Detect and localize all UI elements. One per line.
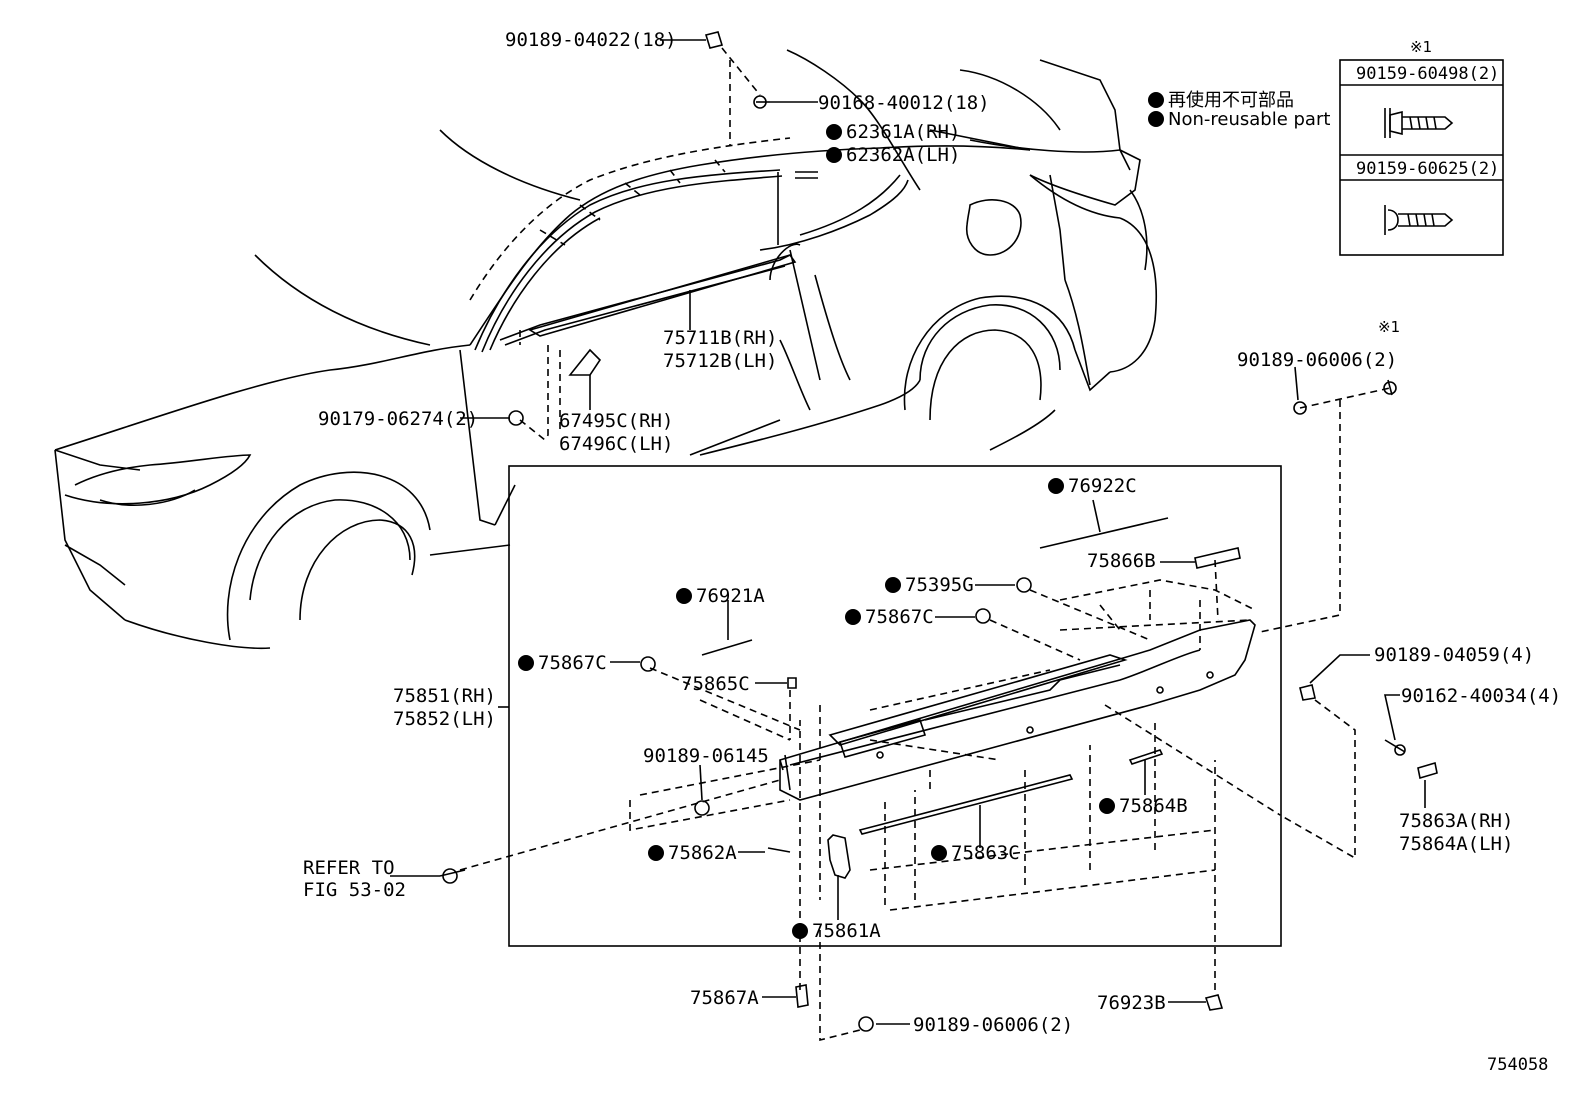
label-75862a: 75862A [648, 842, 737, 864]
note-box-frame [1339, 59, 1504, 256]
label-90189-04022: 90189-04022(18) [505, 29, 677, 51]
upper-dashed-leaders [469, 47, 791, 441]
strip-75863c [858, 774, 1074, 835]
car-body-outline [54, 49, 1158, 650]
label-75852: 75852(LH) [393, 708, 496, 730]
assembly-dashed-lines [459, 387, 1391, 1042]
label-75867c-left: 75867C [518, 652, 607, 674]
label-75863c: 75863C [931, 842, 1020, 864]
bullet-icon [826, 124, 842, 140]
label-67495c: 67495C(RH) [559, 410, 674, 432]
label-75863a: 75863A(RH) [1399, 810, 1514, 832]
bullet-icon [1048, 478, 1064, 494]
label-76921a: 76921A [676, 585, 765, 607]
label-75864b: 75864B [1099, 795, 1188, 817]
label-76923b: 76923B [1097, 992, 1166, 1014]
label-90189-06145: 90189-06145 [643, 745, 769, 767]
triangle-garnish [568, 348, 602, 376]
bullet-icon [1148, 92, 1164, 108]
leader-lines [390, 39, 1426, 1025]
detail-frame [508, 465, 1282, 947]
label-67496c: 67496C(LH) [559, 433, 674, 455]
label-refer-fig: FIG 53-02 [303, 879, 406, 901]
label-75867a: 75867A [690, 987, 759, 1009]
rocker-moulding [779, 619, 1256, 801]
label-90179-06274: 90179-06274(2) [318, 408, 479, 430]
figure-number: 754058 [1487, 1055, 1549, 1075]
bullet-icon [1148, 111, 1164, 127]
pad-75863a [1417, 761, 1438, 780]
strip-76922c [1039, 517, 1169, 549]
bullet-icon [931, 845, 947, 861]
bullet-icon [826, 147, 842, 163]
label-75861a: 75861A [792, 920, 881, 942]
label-75712b: 75712B(LH) [663, 350, 778, 372]
label-90189-04059: 90189-04059(4) [1374, 644, 1535, 666]
note-box-mark: ※1 [1410, 38, 1433, 56]
strip-75864b [1128, 749, 1164, 765]
bullet-icon [1099, 798, 1115, 814]
pad-75866b [1194, 547, 1241, 569]
label-62361a: 62361A(RH) [826, 121, 960, 143]
label-90162-40034: 90162-40034(4) [1401, 685, 1562, 707]
label-refer-to: REFER TO [303, 857, 395, 879]
bullet-icon [885, 577, 901, 593]
label-76922c: 76922C [1048, 475, 1137, 497]
label-75864a: 75864A(LH) [1399, 833, 1514, 855]
label-90168-40012: 90168-40012(18) [818, 92, 990, 114]
label-75867c-right: 75867C [845, 606, 934, 628]
pin-75862a [767, 847, 791, 853]
label-75711b: 75711B(RH) [663, 327, 778, 349]
bullet-icon [648, 845, 664, 861]
bullet-icon [845, 609, 861, 625]
note-box-part-a: 90159-60498(2) [1356, 64, 1500, 84]
bullet-icon [518, 655, 534, 671]
strip-76921a [701, 639, 753, 656]
clips [439, 31, 1406, 1032]
note-mark: ※1 [1378, 318, 1401, 336]
label-90189-06006-bottom: 90189-06006(2) [913, 1014, 1074, 1036]
bullet-icon [792, 923, 808, 939]
label-75866b: 75866B [1087, 550, 1156, 572]
label-75395g: 75395G [885, 574, 974, 596]
window-moulding [474, 169, 818, 353]
label-75851: 75851(RH) [393, 685, 496, 707]
legend-english: Non-reusable part [1148, 109, 1330, 130]
bullet-icon [676, 588, 692, 604]
label-62362a: 62362A(LH) [826, 144, 960, 166]
legend-japanese: 再使用不可部品 [1148, 86, 1294, 112]
bracket-75861a [827, 834, 851, 879]
label-90189-06006-top: 90189-06006(2) [1237, 349, 1398, 371]
note-box-part-b: 90159-60625(2) [1356, 159, 1500, 179]
label-75865c: 75865C [681, 673, 750, 695]
